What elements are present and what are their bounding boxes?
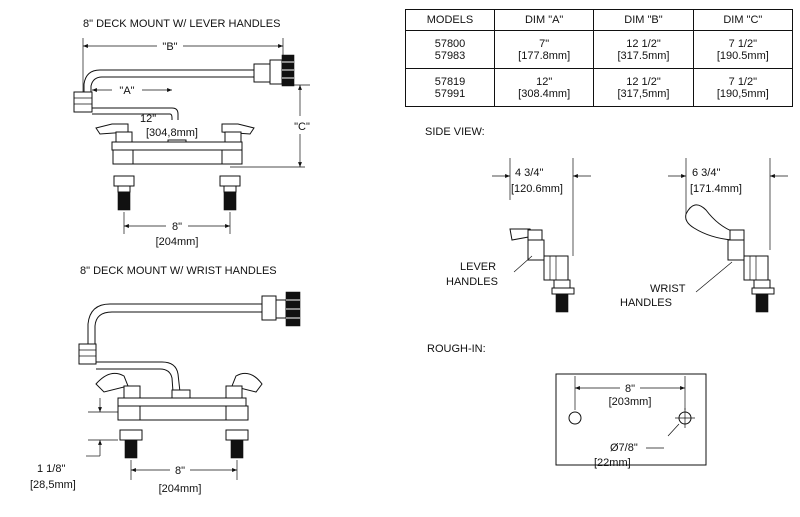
dim-value-mm: [190.5mm] xyxy=(716,49,769,62)
spout-elbow xyxy=(253,63,271,83)
shank-side xyxy=(755,293,769,313)
spout-bar xyxy=(92,107,179,120)
dim-value-mm: [190,5mm] xyxy=(716,87,769,100)
center-dim-mm: [204mm] xyxy=(156,236,199,248)
dim-value: 7 1/2" xyxy=(728,75,758,88)
wrist-handle-side xyxy=(685,204,735,241)
table-cell-dim-c: 7 1/2"[190.5mm] xyxy=(692,30,794,69)
lever-view-title: 8" DECK MOUNT W/ LEVER HANDLES xyxy=(83,18,280,30)
hole-diameter-mm: [22mm] xyxy=(594,457,631,469)
center-dim-mm: [204mm] xyxy=(159,483,202,495)
mounting-hole-left xyxy=(568,411,582,425)
spout-elbow xyxy=(261,295,277,321)
dim-value: 12" xyxy=(536,75,553,88)
shank-dim-mm: [28,5mm] xyxy=(30,479,76,491)
lever-side-dim: 4 3/4" xyxy=(515,167,543,179)
side-view-lever: 4 3/4" [120.6mm] LEVER HANDLES xyxy=(446,158,591,313)
center-dim: 8" xyxy=(172,221,182,233)
wrist-faucet-drawing: 1 1/8" [28,5mm] 8" [204mm] xyxy=(30,291,301,495)
table-cell-dim-c: 7 1/2"[190,5mm] xyxy=(692,68,794,107)
dim-value-mm: [177.8mm] xyxy=(518,49,571,62)
dim-value: 7 1/2" xyxy=(728,37,758,50)
rough-in-spacing-mm: [203mm] xyxy=(609,396,652,408)
shank-side xyxy=(555,293,569,313)
spout-arm xyxy=(83,69,254,92)
spout-outlet xyxy=(73,91,93,113)
table-cell-dim-a: 12"[308.4mm] xyxy=(493,68,595,107)
side-view-title: SIDE VIEW: xyxy=(425,126,485,138)
table-cell-dim-a: 7"[177.8mm] xyxy=(493,30,595,69)
rough-in-spacing: 8" xyxy=(625,383,635,395)
shank-right xyxy=(230,439,244,459)
hole-diameter: Ø7/8" xyxy=(610,442,638,454)
dim-value-mm: [308.4mm] xyxy=(518,87,571,100)
faucet-body xyxy=(117,397,247,407)
dim-value-mm: [317.5mm] xyxy=(617,49,670,62)
lever-faucet-drawing: "B" "A" 12" [304,8mm] xyxy=(73,38,310,248)
rough-in-drawing: 8" [203mm] Ø7/8" [22mm] xyxy=(555,373,707,469)
spout-arm xyxy=(87,303,262,344)
shank-left xyxy=(124,439,138,459)
model-number: 57819 xyxy=(434,75,466,88)
dim-c-label: "C" xyxy=(294,121,310,133)
side-view-wrist: 6 3/4" [171.4mm] WRIST HANDLES xyxy=(620,158,788,313)
wrist-label-1: WRIST xyxy=(650,283,686,295)
faucet-body xyxy=(111,141,243,151)
shank-left xyxy=(117,191,131,211)
wrist-side-dim: 6 3/4" xyxy=(692,167,720,179)
wrist-handle-left xyxy=(95,372,129,393)
spout-bar xyxy=(96,361,181,393)
spout-length-mm: [304,8mm] xyxy=(146,127,198,139)
rough-in-frame xyxy=(555,373,707,466)
shank-dim: 1 1/8" xyxy=(37,463,65,475)
center-dim: 8" xyxy=(175,465,185,477)
wrist-side-dim-mm: [171.4mm] xyxy=(690,183,742,195)
dim-value: 12 1/2" xyxy=(626,37,661,50)
shank-right xyxy=(223,191,237,211)
dim-b-label: "B" xyxy=(162,41,177,53)
model-number: 57991 xyxy=(434,87,466,100)
dim-a-label: "A" xyxy=(119,85,134,97)
model-number: 57983 xyxy=(434,49,466,62)
spout-outlet xyxy=(78,343,97,365)
lever-side-dim-mm: [120.6mm] xyxy=(511,183,563,195)
model-number: 57800 xyxy=(434,37,466,50)
dim-value: 7" xyxy=(539,37,550,50)
spout-length: 12" xyxy=(140,113,156,125)
wrist-label-2: HANDLES xyxy=(620,297,672,309)
lever-label-2: HANDLES xyxy=(446,276,498,288)
rough-in-title: ROUGH-IN: xyxy=(427,343,486,355)
table-cell-dim-b: 12 1/2"[317,5mm] xyxy=(593,68,694,107)
dim-value: 12 1/2" xyxy=(626,75,661,88)
dim-value-mm: [317,5mm] xyxy=(617,87,670,100)
lever-label-1: LEVER xyxy=(460,261,496,273)
wrist-view-title: 8" DECK MOUNT W/ WRIST HANDLES xyxy=(80,265,277,277)
